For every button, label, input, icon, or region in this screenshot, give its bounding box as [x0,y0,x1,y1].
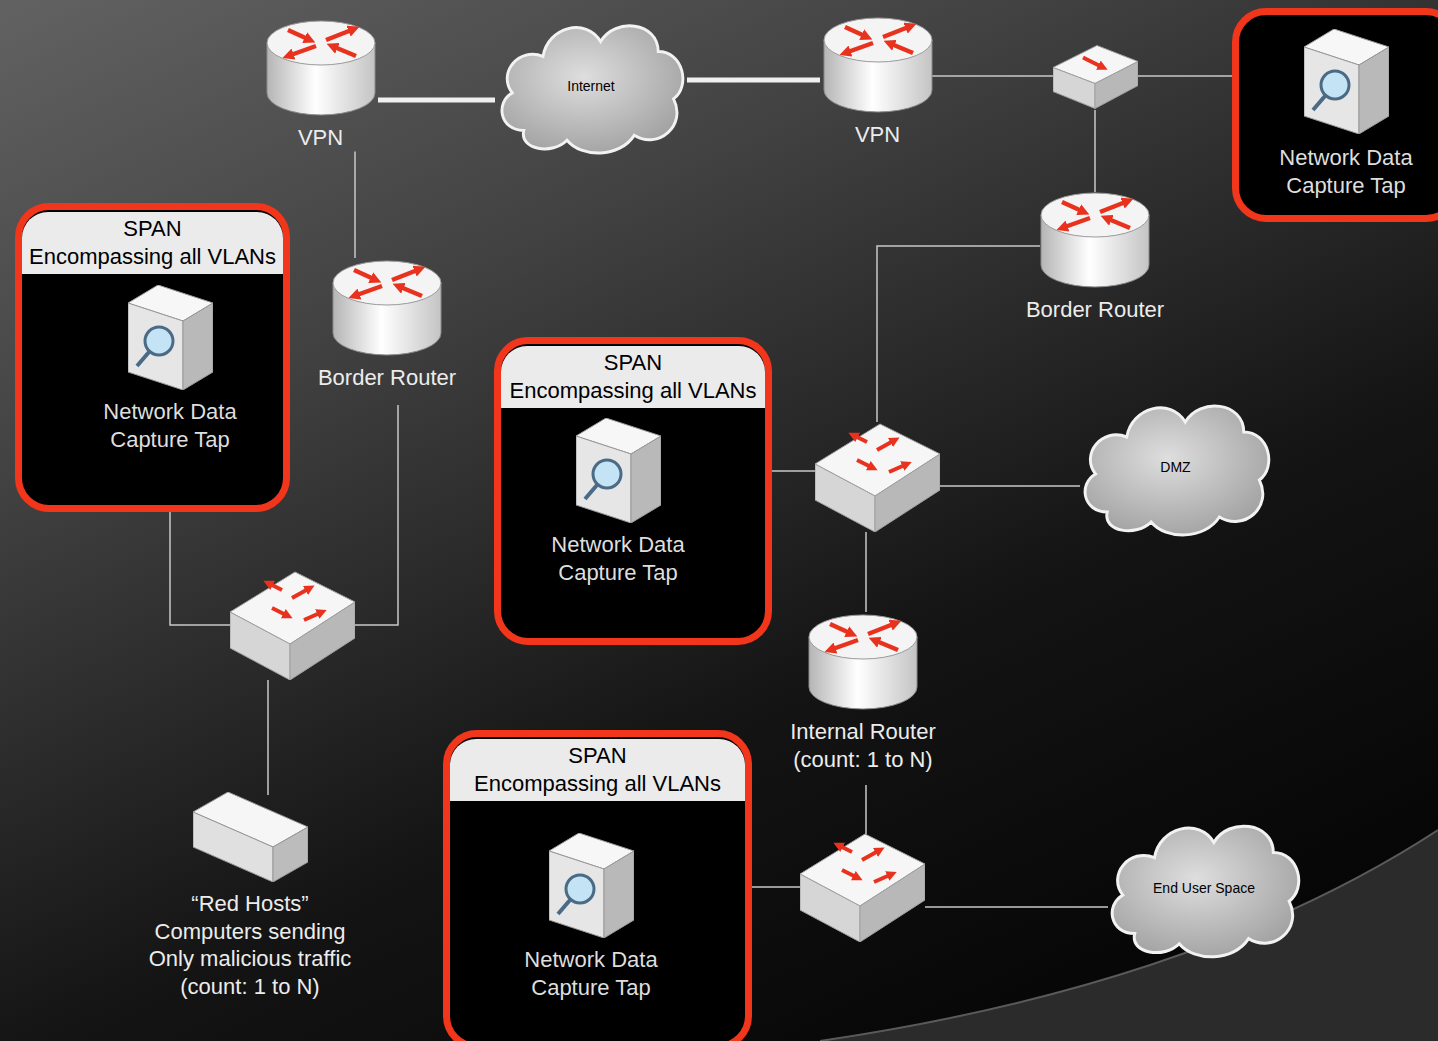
router-icon [808,612,918,712]
wire [925,906,1108,908]
wire [1094,110,1096,192]
connector [687,78,820,83]
wire [940,485,1080,487]
cloud-label: DMZ [1160,459,1190,476]
router-node: Internal Router (count: 1 to N) [773,612,953,773]
span-group: SPAN Encompassing all VLANsNetwork Data … [494,337,772,645]
host-node: “Red Hosts” Computers sending Only malic… [136,792,364,1000]
router-node: Border Router [312,258,462,392]
switch-icon [230,572,355,680]
network-cloud: Internet [495,12,687,160]
device-label: Border Router [312,364,462,392]
switch-icon [1053,46,1138,109]
device-label: VPN [820,121,935,149]
router-icon [267,21,375,115]
wire [267,680,269,795]
cloud-label: End User Space [1153,880,1255,897]
network-cloud: End User Space [1105,812,1303,964]
tap-icon [576,418,661,523]
host-icon [193,792,308,882]
cloud-shape [1085,406,1269,535]
wire [865,785,867,834]
router-icon [332,258,442,358]
wire [865,532,867,612]
cloud-label: Internet [567,78,614,95]
tap-label: Network Data Capture Tap [1271,144,1421,199]
span-group: SPAN Encompassing all VLANsNetwork Data … [443,730,752,1041]
connector [378,98,495,103]
tap-icon [549,833,634,938]
network-cloud: DMZ [1078,392,1273,542]
switch-icon [815,424,940,532]
router-icon [823,15,933,115]
router-icon [824,18,932,112]
device-label: Internal Router (count: 1 to N) [773,718,953,773]
capture-tap: Network Data Capture Tap [538,418,698,586]
router-icon [809,615,917,709]
wire [877,246,1040,422]
cloud-shape [1112,826,1299,957]
device-label: VPN [263,124,378,152]
host-icon [193,792,308,882]
router-icon [1041,193,1149,287]
span-group: SPAN Encompassing all VLANsNetwork Data … [15,203,290,512]
capture-tap: Network Data Capture Tap [1232,8,1438,222]
span-heading: SPAN Encompassing all VLANs [501,346,765,408]
wire [932,75,1055,77]
router-icon [1040,190,1150,290]
wire [352,405,398,625]
tap-label: Network Data Capture Tap [543,531,693,586]
tap-label: Network Data Capture Tap [516,946,666,1001]
tap-icon [1304,29,1389,134]
tap-icon [549,833,634,938]
host-label: “Red Hosts” Computers sending Only malic… [136,890,364,1000]
router-icon [333,261,441,355]
cloud-shape [502,26,683,153]
router-node: VPN [820,15,935,149]
tap-icon [1304,29,1389,134]
tap-label: Network Data Capture Tap [95,398,245,453]
connector [354,152,356,259]
tap-icon [576,418,661,523]
tap-icon [128,285,213,390]
capture-tap: Network Data Capture Tap [511,833,671,1001]
capture-tap: Network Data Capture Tap [90,285,250,453]
router-node: Border Router [1020,190,1170,324]
wire [170,512,232,625]
tap-icon [128,285,213,390]
switch-icon [800,834,925,942]
router-icon [266,18,376,118]
span-heading: SPAN Encompassing all VLANs [22,212,283,274]
router-node: VPN [263,18,378,152]
span-heading: SPAN Encompassing all VLANs [450,739,745,801]
device-label: Border Router [1020,296,1170,324]
